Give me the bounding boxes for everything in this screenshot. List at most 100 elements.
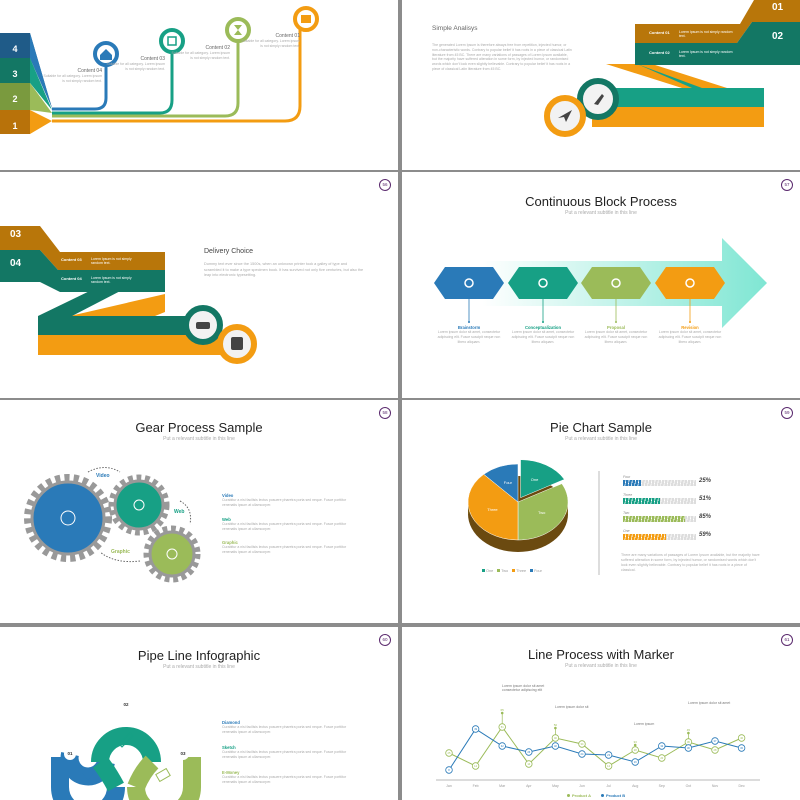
progress-fill (623, 516, 686, 522)
pie-slice-label: Four (504, 480, 513, 485)
ribbon-graphic (544, 0, 800, 137)
slide-continuous-block-process[interactable]: 57 Continuous Block Process Put a releva… (402, 172, 800, 398)
data-label: 30 (740, 746, 743, 750)
item-text: Suitable for all category. Lorem ipsum i… (106, 62, 166, 71)
slide-title: Line Process with Marker (528, 647, 674, 662)
lightbulb-icon (538, 278, 548, 288)
bar-label: Four (623, 475, 631, 479)
gear-web (113, 479, 165, 531)
pie-slice-label: Two (538, 510, 546, 515)
slide-subtitle: Put a relevant subtitle in this line (565, 436, 637, 442)
row-label: Content 04 (61, 276, 82, 281)
x-tick-label: Apr (526, 784, 532, 788)
x-tick-label: Oct (686, 784, 691, 788)
item-text: Curabitur a nisi facilisis lectus posuer… (222, 775, 347, 784)
data-point (525, 760, 533, 768)
data-point (658, 742, 666, 750)
row-label: Content 02 (649, 50, 670, 55)
pause-icon (133, 499, 145, 511)
slide-simple-analysis[interactable]: Simple Analisys The generated Lorem Ipsu… (402, 0, 800, 170)
drops-icon (464, 278, 474, 288)
page-number: 57 (781, 179, 793, 191)
data-point (578, 740, 586, 748)
bar-value: 25% (699, 478, 712, 484)
x-tick-label: Feb (473, 784, 479, 788)
item-title: Content 03 (140, 56, 165, 62)
marker-value: 65 (501, 708, 505, 712)
data-label: 20 (660, 756, 663, 760)
data-point (525, 748, 533, 756)
section-body: The generated Lorem Ipsum is therefore a… (432, 43, 572, 71)
slide-delivery-choice[interactable]: 56 03 04 Content 03 Lorem Ipsum is not s… (0, 172, 398, 398)
step-label: Revision (681, 325, 699, 330)
row-text: Lorem Ipsum is not simply random text. (91, 276, 132, 284)
annotation: Lorem ipsum (634, 722, 655, 726)
data-point (737, 744, 746, 752)
step-text: Lorem ipsum dolor sit amet, consectetur … (511, 330, 575, 344)
item-text: Curabitur a nisi facilisis lectus posuer… (222, 498, 347, 507)
series-line-b (448, 728, 742, 771)
book-icon (60, 510, 76, 526)
marker-value: 50 (554, 723, 558, 727)
slide-subtitle: Put a relevant subtitle in this line (565, 663, 637, 669)
series-line-a (448, 726, 742, 767)
data-point (551, 742, 560, 750)
data-label: 12 (474, 764, 477, 768)
section-title: Simple Analisys (432, 25, 478, 32)
x-tick-label: Aug (632, 784, 638, 788)
legend-label: Product A (572, 793, 591, 798)
marker-value: 33 (634, 740, 638, 744)
data-label: 16 (634, 760, 637, 764)
item-text: Curabitur a nisi facilisis lectus posuer… (222, 545, 347, 554)
data-point (498, 742, 506, 750)
slide-title: Pie Chart Sample (550, 420, 652, 435)
eye-icon (685, 278, 695, 288)
gear-graphic (148, 530, 196, 578)
bar-label: Three (623, 493, 633, 497)
data-label: 32 (554, 744, 557, 748)
legend-item: Product A (567, 793, 591, 798)
data-label: 8 (448, 768, 450, 772)
pie-slice-label: One (531, 477, 539, 482)
item-text: Curabitur a nisi facilisis lectus posuer… (222, 522, 347, 531)
slide-line-process[interactable]: 61 Line Process with Marker Put a releva… (402, 627, 800, 800)
slide-pie-chart[interactable]: 59 Pie Chart Sample Put a relevant subti… (402, 400, 800, 623)
data-point (551, 734, 560, 742)
slide-pipe-line[interactable]: 60 Pipe Line Infographic Put a relevant … (0, 627, 398, 800)
bar-label: Two (623, 511, 630, 515)
page-number: 60 (379, 634, 391, 646)
item-text: Suitable for all category. Lorem ipsum i… (43, 74, 103, 83)
section-body: Dummy text ever since the 1500s, when an… (204, 262, 364, 277)
rocket-icon (594, 94, 604, 105)
legend-item: Three (512, 569, 526, 573)
step-number: 2 (12, 94, 18, 104)
slide-gear-process[interactable]: 58 Gear Process Sample Put a relevant su… (0, 400, 398, 623)
data-point (604, 762, 613, 770)
data-label: 24 (581, 752, 584, 756)
legend-label: Two (501, 569, 509, 573)
data-point (711, 737, 719, 745)
item-text: Suitable for all category. Lorem ipsum i… (171, 51, 231, 60)
step-number: 3 (12, 69, 18, 79)
copy-icon (167, 36, 177, 46)
data-point (684, 744, 693, 752)
data-label: 37 (714, 739, 717, 743)
data-label: 34 (581, 742, 584, 746)
number-badge: 01 (772, 2, 784, 13)
data-label: 12 (607, 764, 610, 768)
pipe-number: 03 (180, 751, 186, 756)
data-point (445, 766, 453, 774)
bar-value: 85% (699, 514, 712, 520)
row-text: Lorem Ipsum is not simply random text. (679, 50, 733, 58)
item-text: Curabitur a nisi facilisis lectus posuer… (222, 750, 347, 759)
data-label: 26 (527, 750, 530, 754)
data-label: 28 (714, 748, 717, 752)
bar-label: One (623, 529, 630, 533)
item-label: Web (222, 517, 231, 522)
x-tick-label: Dec (738, 784, 744, 788)
x-tick-label: Jul (606, 784, 611, 788)
